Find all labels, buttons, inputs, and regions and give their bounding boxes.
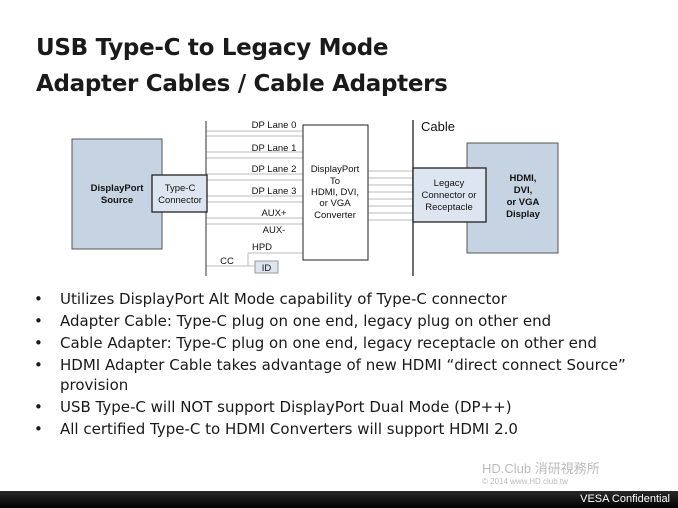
svg-text:HDMI, DVI,: HDMI, DVI, bbox=[311, 187, 359, 198]
legacy-connector-box bbox=[412, 167, 487, 223]
cable-label: Cable bbox=[421, 119, 455, 134]
svg-text:Receptacle: Receptacle bbox=[425, 202, 473, 213]
svg-text:HPD: HPD bbox=[252, 242, 272, 253]
footer-bar: VESA Confidential bbox=[0, 491, 678, 508]
watermark-logo: HD.Club 消研視務所 © 2014 www.HD.club.tw bbox=[482, 461, 600, 488]
title-line-1: USB Type-C to Legacy Mode bbox=[36, 35, 389, 61]
slide-title: USB Type-C to Legacy Mode Adapter Cables… bbox=[36, 30, 448, 102]
svg-text:To: To bbox=[330, 176, 340, 187]
converter-box bbox=[302, 124, 369, 261]
adapter-diagram: DisplayPort Source Type-C Connector DP L… bbox=[71, 119, 559, 276]
svg-text:DP Lane 3: DP Lane 3 bbox=[252, 186, 297, 197]
svg-text:DisplayPort: DisplayPort bbox=[91, 183, 145, 194]
svg-text:HDMI,: HDMI, bbox=[510, 173, 537, 184]
svg-text:CC: CC bbox=[220, 256, 234, 267]
bullet-item: Adapter Cable: Type-C plug on one end, l… bbox=[34, 312, 654, 332]
typec-connector-box bbox=[151, 174, 208, 213]
source-box bbox=[71, 138, 163, 250]
svg-text:DP Lane 0: DP Lane 0 bbox=[252, 120, 297, 131]
svg-text:DP Lane 1: DP Lane 1 bbox=[252, 143, 297, 154]
svg-text:Converter: Converter bbox=[314, 210, 356, 221]
watermark-name: HD.Club 消研視務所 bbox=[482, 461, 600, 476]
svg-text:DisplayPort: DisplayPort bbox=[311, 164, 360, 175]
footer-confidential: VESA Confidential bbox=[580, 493, 670, 505]
svg-text:DP Lane 2: DP Lane 2 bbox=[252, 164, 297, 175]
id-box bbox=[254, 260, 279, 274]
svg-text:AUX-: AUX- bbox=[263, 225, 286, 236]
svg-text:Display: Display bbox=[506, 209, 541, 220]
svg-text:or VGA: or VGA bbox=[507, 197, 540, 208]
svg-text:DVI,: DVI, bbox=[514, 185, 532, 196]
bullet-item: Cable Adapter: Type-C plug on one end, l… bbox=[34, 334, 654, 354]
watermark-sub: © 2014 www.HD.club.tw bbox=[482, 477, 568, 486]
svg-text:Source: Source bbox=[101, 195, 133, 206]
bullet-list: Utilizes DisplayPort Alt Mode capability… bbox=[34, 290, 654, 442]
svg-text:AUX+: AUX+ bbox=[261, 208, 287, 219]
svg-text:Connector: Connector bbox=[158, 195, 202, 206]
svg-text:ID: ID bbox=[262, 263, 272, 274]
title-line-2: Adapter Cables / Cable Adapters bbox=[36, 71, 448, 97]
svg-text:Legacy: Legacy bbox=[434, 178, 465, 189]
svg-text:Type-C: Type-C bbox=[165, 183, 196, 194]
bullet-item: HDMI Adapter Cable takes advantage of ne… bbox=[34, 356, 654, 395]
bullet-item: Utilizes DisplayPort Alt Mode capability… bbox=[34, 290, 654, 310]
svg-text:or VGA: or VGA bbox=[319, 198, 351, 209]
svg-text:Connector or: Connector or bbox=[422, 190, 477, 201]
bullet-item: USB Type-C will NOT support DisplayPort … bbox=[34, 398, 654, 418]
bullet-item: All certified Type-C to HDMI Converters … bbox=[34, 420, 654, 440]
